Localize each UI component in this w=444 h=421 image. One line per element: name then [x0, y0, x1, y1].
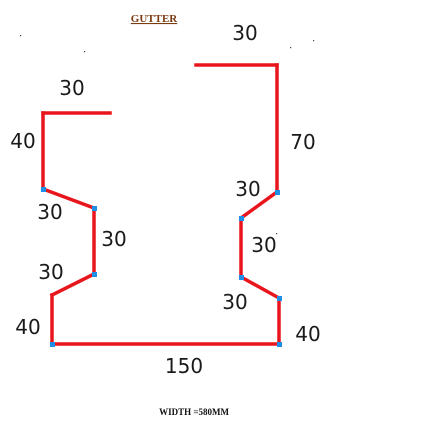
vertex-marker — [239, 275, 244, 280]
vertex-marker — [277, 342, 282, 347]
dim-top-left: 30 — [59, 76, 84, 100]
dim-base: 150 — [165, 354, 203, 378]
vertex-markers — [41, 187, 282, 347]
stray-dot — [20, 35, 22, 37]
left-profile — [40, 111, 112, 346]
right-upper-step — [238, 189, 280, 221]
dim-left-step-upper: 30 — [37, 200, 62, 224]
left-lower-step — [49, 271, 97, 298]
stray-dot — [290, 47, 292, 49]
diagram-title: GUTTER — [131, 13, 179, 25]
width-note: WIDTH =580MM — [159, 407, 229, 417]
vertex-marker — [277, 296, 282, 301]
dim-left-upper: 40 — [10, 129, 35, 153]
dim-left-step-lower: 30 — [38, 260, 63, 284]
vertex-marker — [92, 206, 97, 211]
dim-left-mid: 30 — [101, 227, 126, 251]
dim-top-right: 30 — [232, 21, 257, 45]
dim-right-step-lower: 30 — [222, 290, 247, 314]
vertex-marker — [50, 342, 55, 347]
left-upper-step — [40, 186, 97, 211]
vertex-marker — [41, 187, 46, 192]
dim-right-step-upper: 30 — [235, 177, 260, 201]
stray-dot — [84, 51, 86, 53]
vertex-marker — [92, 272, 97, 277]
right-lower-step — [238, 274, 282, 301]
stray-dot — [313, 40, 315, 42]
stray-dots — [20, 35, 315, 235]
dim-right-upper: 70 — [290, 130, 315, 154]
stray-dot — [276, 233, 278, 235]
right-profile — [194, 63, 282, 346]
vertex-marker — [275, 190, 280, 195]
dim-left-lower: 40 — [15, 315, 40, 339]
dim-right-mid: 30 — [251, 233, 276, 257]
dim-right-lower: 40 — [295, 322, 320, 346]
vertex-marker — [239, 216, 244, 221]
